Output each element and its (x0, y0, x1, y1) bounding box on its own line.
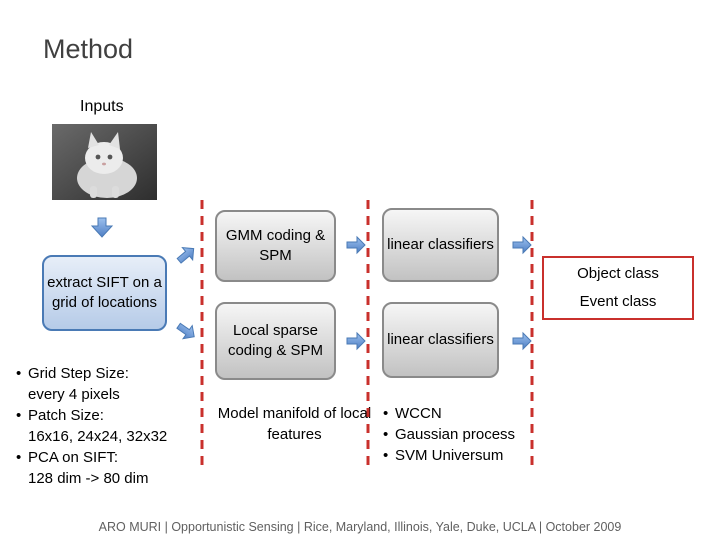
linear-classifiers-top-text: linear classifiers (387, 236, 494, 253)
inputs-label: Inputs (80, 98, 124, 115)
sparse-coding-box: Local sparse coding & SPM (215, 302, 336, 380)
param-item: Grid Step Size: every 4 pixels (16, 363, 196, 405)
classifier-notes: WCCN Gaussian process SVM Universum (383, 403, 543, 466)
extract-sift-box: extract SIFT on a grid of locations (42, 255, 167, 331)
param-detail: 16x16, 24x24, 32x32 (28, 428, 168, 445)
object-class-label: Object class (577, 265, 659, 282)
param-head: Patch Size: (28, 407, 104, 424)
linear-classifiers-top-box: linear classifiers (382, 208, 499, 282)
arrow-right-icon (346, 235, 366, 255)
linear-classifiers-bottom-box: linear classifiers (382, 302, 499, 378)
manifold-note: Model manifold of local features (217, 405, 372, 443)
param-detail: every 4 pixels (28, 386, 120, 403)
arrow-right-icon (512, 235, 532, 255)
parameter-list: Grid Step Size: every 4 pixels Patch Siz… (16, 363, 196, 489)
param-head: PCA on SIFT: (28, 449, 119, 466)
linear-classifiers-bottom-text: linear classifiers (387, 331, 494, 348)
footer-text: ARO MURI | Opportunistic Sensing | Rice,… (98, 520, 622, 534)
classifier-note-item: Gaussian process (383, 424, 543, 445)
param-head: Grid Step Size: (28, 365, 129, 382)
param-item: Patch Size: 16x16, 24x24, 32x32 (16, 405, 196, 447)
arrow-right-icon (512, 331, 532, 351)
sparse-coding-text: Local sparse coding & SPM (227, 322, 324, 359)
arrow-right-icon (346, 331, 366, 351)
gmm-coding-box: GMM coding & SPM (215, 210, 336, 282)
classifier-note-item: WCCN (383, 403, 543, 424)
event-class-label: Event class (579, 293, 657, 310)
classifier-note-item: SVM Universum (383, 445, 543, 466)
arrow-up-right-icon (176, 246, 195, 264)
extract-sift-text: extract SIFT on a grid of locations (47, 274, 162, 311)
kitten-image (52, 124, 157, 200)
gmm-coding-text: GMM coding & SPM (225, 227, 326, 264)
param-item: PCA on SIFT: 128 dim -> 80 dim (16, 447, 196, 489)
output-classes-box: Object class Event class (542, 256, 694, 320)
down-arrow-icon (90, 217, 114, 238)
param-detail: 128 dim -> 80 dim (28, 470, 149, 487)
arrow-down-right-icon (176, 322, 195, 340)
slide-title: Method (43, 34, 134, 64)
